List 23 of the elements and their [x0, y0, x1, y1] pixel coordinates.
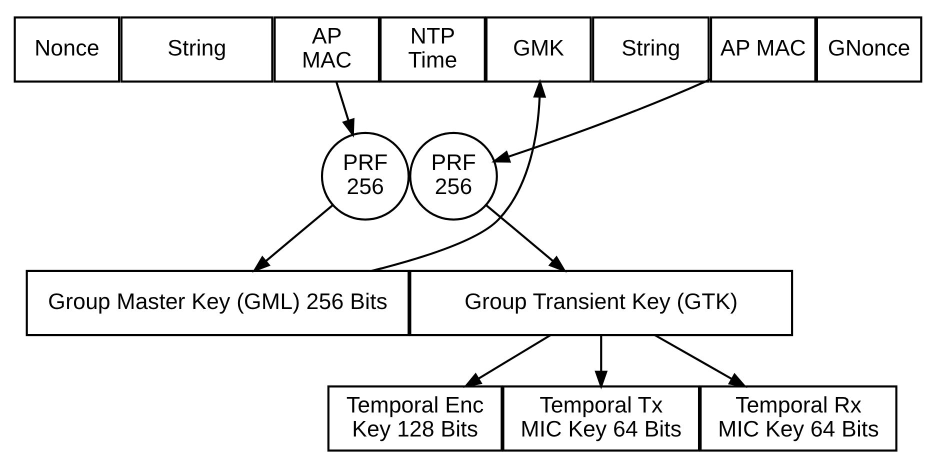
node-box: Temporal Tx MIC Key 64 Bits: [502, 384, 700, 452]
node-box: Group Master Key (GML) 256 Bits: [26, 269, 410, 336]
node-box: GMK: [485, 16, 592, 82]
node-box: String: [592, 16, 710, 82]
arrow: [463, 334, 551, 388]
node-box: Nonce: [14, 16, 120, 82]
node-box: GNonce: [816, 16, 922, 82]
arrow: [335, 80, 354, 138]
arrow: [486, 204, 567, 272]
arrow: [252, 204, 334, 272]
node-box: String: [120, 16, 274, 82]
node-box: NTP Time: [380, 16, 486, 82]
arrow: [654, 334, 748, 388]
node-circle: PRF 256: [409, 131, 498, 220]
arrow: [594, 334, 608, 389]
node-circle: PRF 256: [320, 131, 410, 220]
arrow: [491, 78, 711, 162]
node-box: AP MAC: [274, 16, 380, 82]
node-box: Group Transient Key (GTK): [409, 269, 794, 336]
node-box: AP MAC: [710, 16, 816, 82]
node-box: Temporal Enc Key 128 Bits: [327, 384, 503, 452]
arrow: [372, 78, 546, 272]
node-box: Temporal Rx MIC Key 64 Bits: [700, 384, 898, 452]
